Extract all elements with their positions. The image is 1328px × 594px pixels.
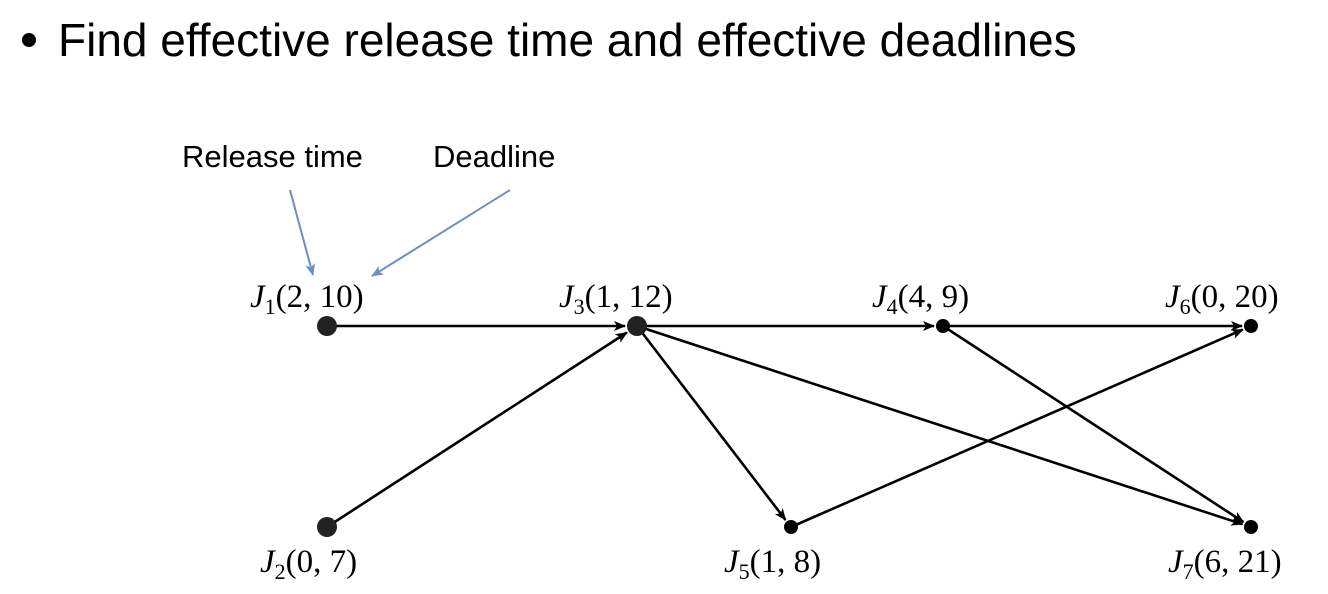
node-letter: J: [872, 279, 888, 315]
node-params: (1, 8): [750, 544, 821, 580]
node-j3: [627, 316, 647, 336]
node-params: (6, 21): [1194, 544, 1282, 580]
node-label-j2: J2(0, 7): [260, 544, 357, 584]
release-time-label: Release time: [182, 139, 363, 174]
node-label-j4: J4(4, 9): [872, 279, 969, 319]
node-letter: J: [250, 279, 266, 315]
node-letter: J: [260, 544, 276, 580]
node-params: (2, 10): [276, 279, 364, 315]
heading-text: Find effective release time and effectiv…: [58, 14, 1077, 66]
heading: Find effective release time and effectiv…: [16, 4, 1077, 76]
node-j5: [784, 520, 798, 534]
node-j2: [317, 517, 337, 537]
node-label-j3: J3(1, 12): [559, 279, 673, 319]
deadline-label: Deadline: [433, 139, 555, 174]
node-j7: [1244, 520, 1258, 534]
bullet-icon: [22, 33, 36, 47]
node-j4: [936, 319, 950, 333]
edge-j2-j3: [326, 331, 628, 529]
edge-j4-j7: [942, 324, 1245, 524]
node-params: (0, 20): [1191, 279, 1279, 315]
node-j1: [317, 316, 337, 336]
node-label-j1: J1(2, 10): [250, 279, 364, 319]
node-params: (1, 12): [585, 279, 673, 315]
node-subscript: 3: [574, 294, 585, 319]
node-subscript: 7: [1183, 559, 1194, 584]
node-subscript: 5: [739, 559, 750, 584]
node-label-j5: J5(1, 8): [724, 544, 821, 584]
edge-j3-j7: [636, 324, 1244, 526]
node-letter: J: [1165, 279, 1181, 315]
node-letter: J: [1168, 544, 1184, 580]
node-subscript: 1: [265, 294, 276, 319]
deadline-pointer: [371, 189, 511, 277]
edge-j3-j5: [635, 325, 787, 521]
node-params: (4, 9): [898, 279, 969, 315]
release-time-pointer: [289, 189, 315, 276]
edge-j5-j6: [790, 328, 1244, 529]
node-subscript: 2: [275, 559, 286, 584]
node-letter: J: [724, 544, 740, 580]
node-letter: J: [559, 279, 575, 315]
node-j6: [1244, 319, 1258, 333]
node-params: (0, 7): [286, 544, 357, 580]
node-subscript: 6: [1180, 294, 1191, 319]
node-label-j7: J7(6, 21): [1168, 544, 1282, 584]
node-subscript: 4: [887, 294, 898, 319]
node-label-j6: J6(0, 20): [1165, 279, 1279, 319]
